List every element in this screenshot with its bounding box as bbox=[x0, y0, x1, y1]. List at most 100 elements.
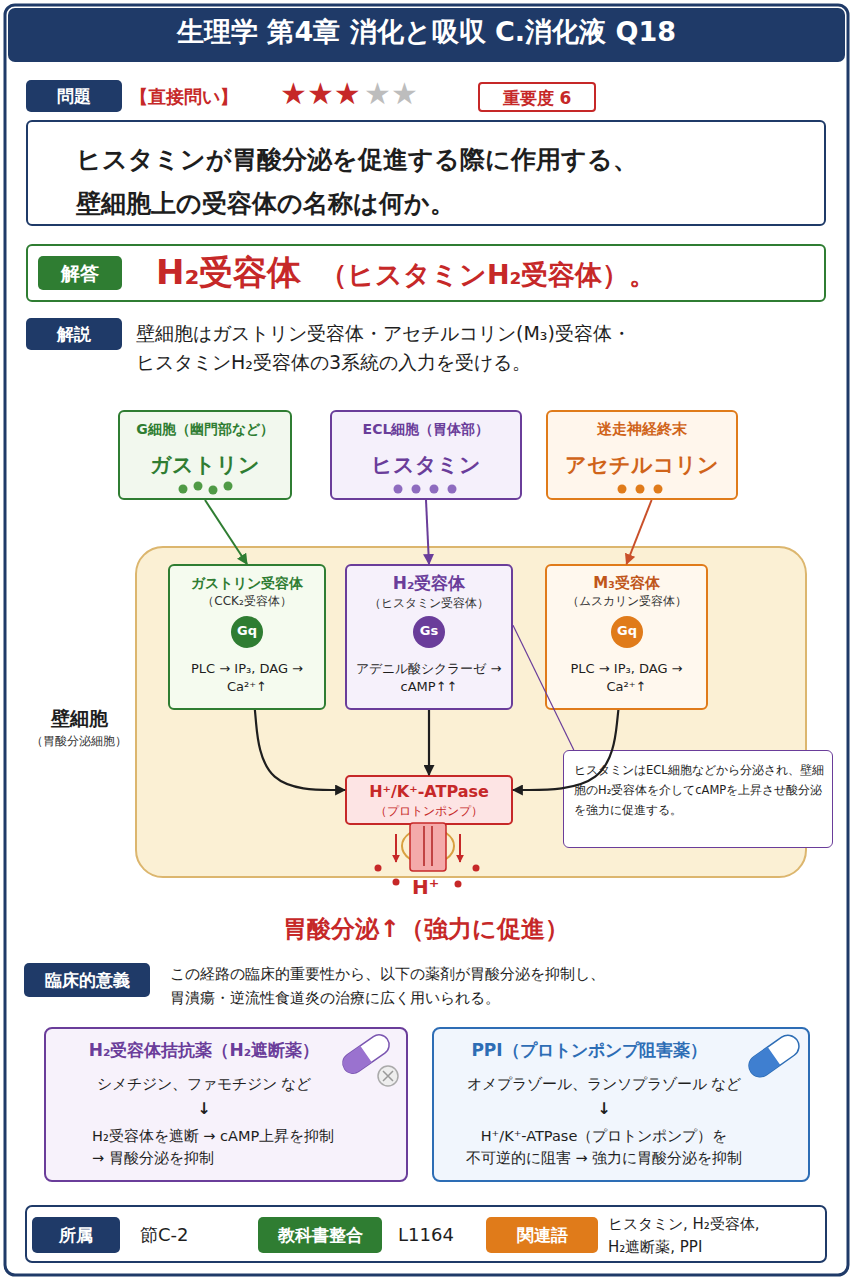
badge: 教科書整合 bbox=[258, 1217, 382, 1253]
ion-label: H⁺ bbox=[412, 874, 448, 900]
tablet bbox=[378, 1066, 398, 1086]
node-text: ↓ bbox=[434, 1099, 774, 1120]
question-box: ヒスタミンが胃酸分泌を促進する際に作用する、壁細胞上の受容体の名称は何か。 bbox=[26, 120, 826, 226]
rating-stars: ★★ bbox=[364, 76, 444, 112]
pump-channel bbox=[410, 823, 446, 871]
gastrin-dot bbox=[209, 486, 218, 495]
histamine-dot bbox=[448, 485, 457, 494]
node-text: 所属 bbox=[32, 1224, 120, 1246]
footer-frame bbox=[26, 1206, 826, 1262]
badge: 解答 bbox=[38, 256, 122, 290]
secretion-arrow bbox=[459, 834, 461, 862]
node-text: Gq bbox=[611, 623, 643, 639]
node-text: シメチジン、ファモチジン など bbox=[46, 1075, 362, 1095]
proton-pump-illustration bbox=[375, 823, 480, 888]
gastrin-dot bbox=[194, 482, 203, 491]
flow-arrow bbox=[255, 710, 345, 790]
histamine-dot bbox=[430, 485, 439, 494]
proton-dot bbox=[473, 865, 480, 872]
drug-box: H₂受容体拮抗薬（H₂遮断薬） シメチジン、ファモチジン など ↓ H₂受容体を遮断 … bbox=[44, 1027, 408, 1182]
receptor-box: M₃受容体（ムスカリン受容体）PLC → IP₃, DAG → Ca²⁺↑Gq bbox=[545, 564, 708, 710]
gastrin-dot bbox=[179, 485, 188, 494]
footer-value: 節C-2 bbox=[140, 1223, 250, 1246]
membrane-ring bbox=[402, 828, 454, 864]
badge: 解説 bbox=[26, 318, 122, 350]
node-text: ↓ bbox=[46, 1099, 362, 1120]
node-text: M₃受容体 bbox=[547, 574, 706, 594]
explanation-text: 壁細胞はガストリン受容体・アセチルコリン(M₃)受容体・ヒスタミンH₂受容体の3… bbox=[136, 319, 642, 378]
hormone-dots bbox=[179, 482, 663, 495]
pump-box: H⁺/K⁺-ATPase （プロトンポンプ） bbox=[345, 775, 513, 825]
node-text: 壁細胞 bbox=[33, 706, 125, 731]
badge: 所属 bbox=[32, 1217, 120, 1253]
node-text: Gq bbox=[231, 623, 263, 639]
node-text: 教科書整合 bbox=[258, 1224, 382, 1246]
g-protein: Gs bbox=[413, 616, 445, 648]
node-text: H⁺/K⁺-ATPase bbox=[347, 782, 511, 802]
drug-box: PPI（プロトンポンプ阻害薬） オメプラゾール、ランソプラゾール など ↓ H⁺/K⁺… bbox=[432, 1027, 810, 1182]
importance-box: 重要度 6 bbox=[478, 82, 596, 112]
card-frame bbox=[5, 5, 848, 1275]
footer-value: L1164 bbox=[398, 1223, 478, 1246]
node-text: オメプラゾール、ランソプラゾール など bbox=[434, 1075, 774, 1095]
capsule-half bbox=[745, 1047, 781, 1081]
clinical-text: この経路の臨床的重要性から、以下の薬剤が胃酸分泌を抑制し、胃潰瘍・逆流性食道炎の… bbox=[170, 962, 612, 1010]
flow-arrow bbox=[205, 500, 247, 564]
acetylcholine-dot bbox=[636, 485, 645, 494]
proton-dot bbox=[375, 865, 382, 872]
node-text: 解説 bbox=[26, 323, 122, 345]
histamine-dot bbox=[394, 485, 403, 494]
node-text: H₂受容体拮抗薬（H₂遮断薬） bbox=[46, 1039, 362, 1061]
node-text: 迷走神経終末 bbox=[548, 420, 736, 440]
node-text: 重要度 6 bbox=[480, 87, 594, 109]
capsule-half bbox=[339, 1046, 372, 1077]
tablet-mark bbox=[383, 1071, 393, 1081]
node-text: （プロトンポンプ） bbox=[347, 804, 511, 820]
node-text: H⁺/K⁺-ATPase（プロトンポンプ）を 不可逆的に阻害 → 強力に胃酸分泌… bbox=[454, 1125, 754, 1170]
node-text: 解答 bbox=[38, 261, 122, 286]
source-box: ECL細胞（胃体部）ヒスタミン bbox=[330, 410, 522, 500]
node-text: H₂受容体を遮断 → cAMP上昇を抑制 → 胃酸分泌を抑制 bbox=[92, 1125, 344, 1170]
capsule-body bbox=[745, 1031, 803, 1081]
node-text: PPI（プロトンポンプ阻害薬） bbox=[434, 1039, 744, 1061]
leader-line bbox=[513, 625, 574, 750]
node-text: アセチルコリン bbox=[548, 452, 736, 479]
node-text: （ヒスタミンH₂受容体）。 bbox=[320, 257, 780, 292]
proton-dot bbox=[455, 881, 462, 888]
node-text: ガストリン bbox=[120, 452, 290, 479]
channel-line bbox=[431, 826, 433, 866]
node-text: H₂受容体 bbox=[156, 250, 326, 294]
badge: 臨床的意義 bbox=[24, 963, 150, 997]
node-text: PLC → IP₃, DAG → Ca²⁺↑ bbox=[187, 660, 307, 696]
node-text: Gs bbox=[413, 623, 445, 639]
g-protein: Gq bbox=[231, 616, 263, 648]
acetylcholine-dot bbox=[654, 485, 663, 494]
node-text: （ムスカリン受容体） bbox=[547, 594, 706, 610]
capsule-body bbox=[339, 1031, 393, 1077]
node-text: 問題 bbox=[26, 85, 122, 107]
badge: 問題 bbox=[26, 80, 122, 112]
related-terms: ヒスタミン, H₂受容体, H₂遮断薬, PPI bbox=[608, 1213, 823, 1258]
node-text: （ヒスタミン受容体） bbox=[347, 596, 511, 612]
channel-line bbox=[423, 826, 425, 866]
source-box: 迷走神経終末アセチルコリン bbox=[546, 410, 738, 500]
node-text: 関連語 bbox=[486, 1224, 598, 1246]
histamine-dot bbox=[412, 485, 421, 494]
node-text: （CCK₂受容体） bbox=[170, 594, 324, 610]
capsule-icon bbox=[339, 1031, 393, 1077]
gastrin-dot bbox=[224, 482, 233, 491]
receptor-box: H₂受容体（ヒスタミン受容体）アデニル酸シクラーゼ → cAMP↑↑Gs bbox=[345, 564, 513, 710]
tablet-icon bbox=[378, 1066, 398, 1086]
proton-dot bbox=[393, 879, 400, 886]
node-text: ヒスタミンが胃酸分泌を促進する際に作用する、壁細胞上の受容体の名称は何か。 bbox=[76, 138, 644, 226]
node-text: アデニル酸シクラーゼ → cAMP↑↑ bbox=[355, 660, 503, 696]
flow-arrow bbox=[428, 710, 430, 775]
badge: 関連語 bbox=[486, 1217, 598, 1253]
node-text: 臨床的意義 bbox=[24, 969, 150, 991]
flow-arrow bbox=[627, 500, 652, 564]
node-text: ヒスタミン bbox=[332, 452, 520, 479]
capsule-icon bbox=[745, 1031, 803, 1081]
node-text: ヒスタミンはECL細胞などから分泌され、壁細胞のH₂受容体を介してcAMPを上昇… bbox=[574, 760, 824, 820]
